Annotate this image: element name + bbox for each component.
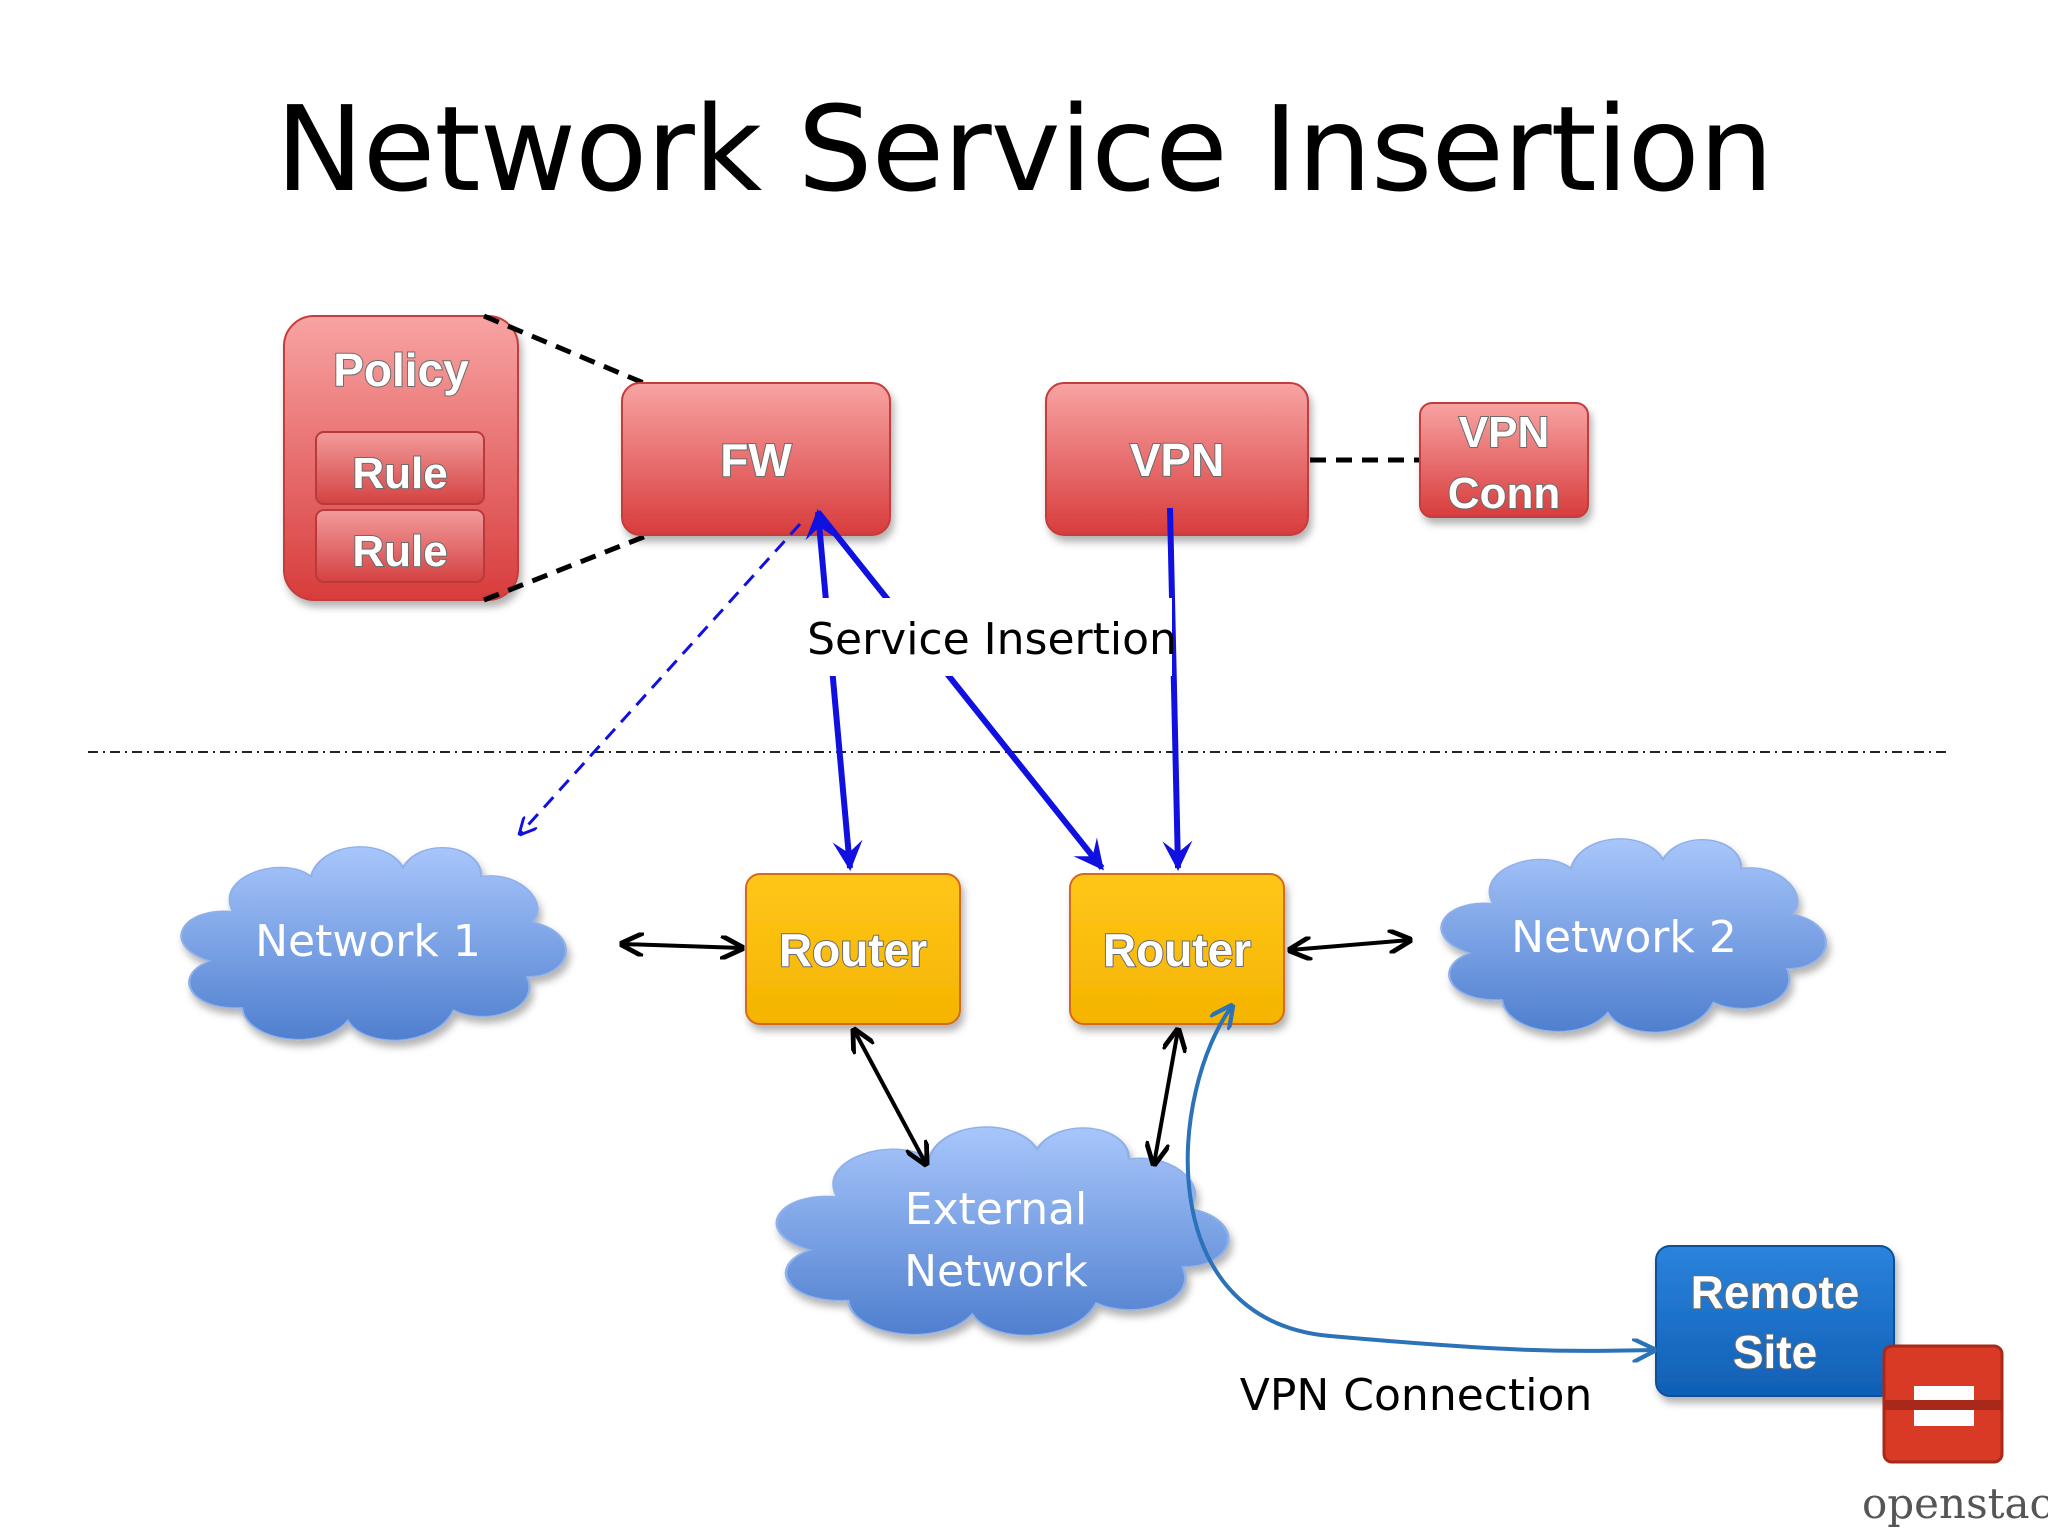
policy-fw-connector-bottom [483,533,647,603]
vpn-label: VPN [1130,434,1225,486]
openstack-logo-text: openstack™ [1862,1479,2048,1528]
rule-label-2: Rule [352,527,447,576]
rule-label-1: Rule [352,449,447,498]
openstack-logo-icon [1882,1344,2004,1464]
router-right-label: Router [1103,924,1251,976]
policy-label: Policy [333,344,469,396]
remote-site-label-line2: Site [1733,1326,1817,1378]
fw-label: FW [720,434,792,486]
fw-router-right-insertion-arrow [815,510,1105,871]
network1-label: Network 1 [255,916,481,967]
router-left-label: Router [779,924,927,976]
remote-site-label-line1: Remote [1691,1266,1860,1318]
policy-fw-connector-top [483,313,647,387]
vpn-connection-arrow [1185,1006,1654,1351]
network1-router-left-link [622,944,742,948]
router-right-box [1069,873,1285,1025]
fw-box [621,382,891,536]
vpn-connection-label: VPN Connection [1240,1370,1593,1421]
router-right-network2-link [1290,940,1410,950]
network2-label: Network 2 [1511,912,1737,963]
rule-box-1: Rule [315,431,485,505]
external-network-label-line1: External [905,1184,1088,1235]
router-left-external-link [854,1030,926,1164]
service-insertion-label-bg [812,598,1172,676]
router-right-external-link [1154,1030,1178,1164]
openstack-word: openstack [1862,1479,2048,1528]
rule-box-2: Rule [315,509,485,583]
vpn-conn-label-line1: VPN [1459,408,1549,457]
vpn-box [1045,382,1309,536]
vpn-router-right-insertion-arrow [1162,507,1193,871]
fw-network1-dashed-arrow [520,522,802,834]
slide-title: Network Service Insertion [275,80,1773,218]
vpn-conn-box [1419,402,1589,518]
vpn-conn-label-line2: Conn [1448,469,1560,518]
external-network-label-line2: Network [904,1246,1088,1297]
fw-router-left-insertion-arrow [805,509,863,871]
service-insertion-label: Service Insertion [807,614,1177,665]
